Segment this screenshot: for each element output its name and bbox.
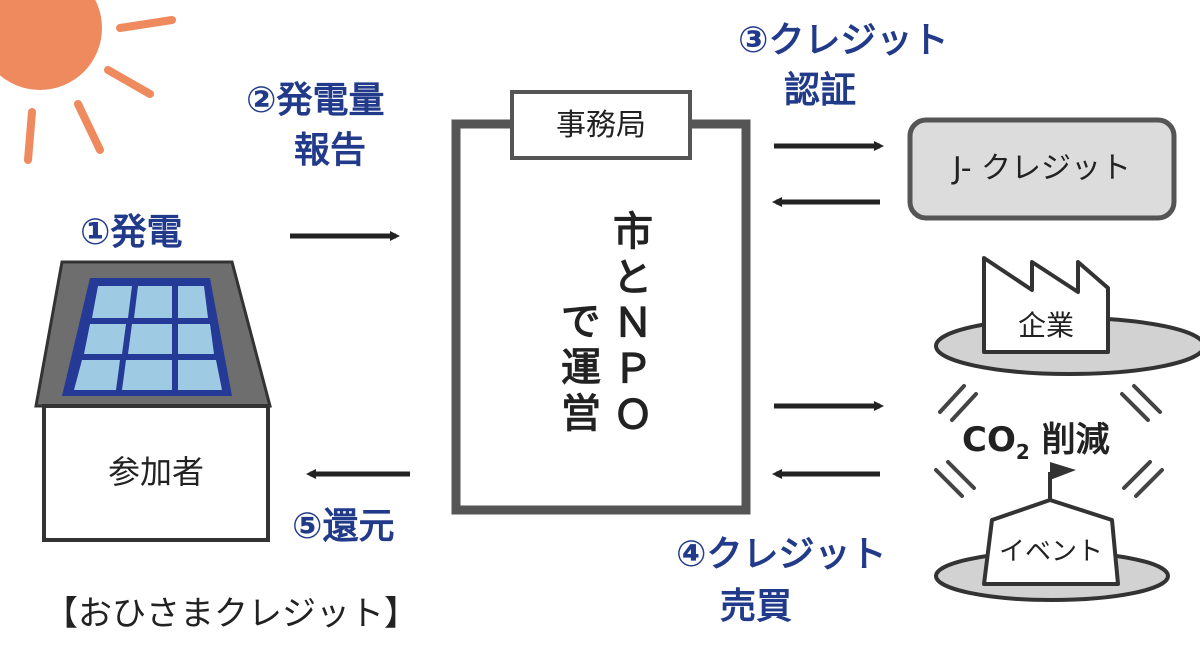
step-3-label: ③クレジット xyxy=(738,20,949,61)
office-box xyxy=(451,119,751,515)
caption-title: 【おひさまクレジット】 xyxy=(44,594,418,634)
office-tab xyxy=(510,90,692,160)
solar-panel-icon xyxy=(74,286,222,390)
office-vertical-text-2: で運営 xyxy=(554,300,600,438)
step-5-label: ⑤還元 xyxy=(292,506,395,547)
event-label: イベント xyxy=(998,537,1103,567)
step-4-label-line2: 売買 xyxy=(720,586,793,627)
co2-rest: 削減 xyxy=(1029,420,1110,460)
office-tab-label: 事務局 xyxy=(556,108,646,143)
step-2-label-line2: 報告 xyxy=(294,130,367,171)
participant-label: 参加者 xyxy=(107,453,204,491)
step-3-label-line2: 認証 xyxy=(784,70,857,111)
factory-icon xyxy=(934,256,1200,376)
co2-emphasis-lines xyxy=(934,384,1164,498)
sun-icon xyxy=(0,0,176,164)
co2-subscript: 2 xyxy=(1015,439,1030,464)
house-icon xyxy=(34,260,272,542)
jcredit-label: J- クレジット xyxy=(952,151,1132,186)
company-label: 企業 xyxy=(1017,309,1074,342)
jcredit-box xyxy=(907,117,1177,221)
step-4-label: ④クレジット xyxy=(676,534,887,575)
step-1-label: ①発電 xyxy=(80,212,183,253)
step-2-label: ②発電量 xyxy=(246,80,385,121)
co2-main: CO xyxy=(962,420,1016,460)
event-tent-icon xyxy=(934,462,1170,602)
office-vertical-text-1: 市とＮＰＯ xyxy=(606,210,652,440)
co2-reduction-label: CO2 削減 xyxy=(962,418,1110,474)
